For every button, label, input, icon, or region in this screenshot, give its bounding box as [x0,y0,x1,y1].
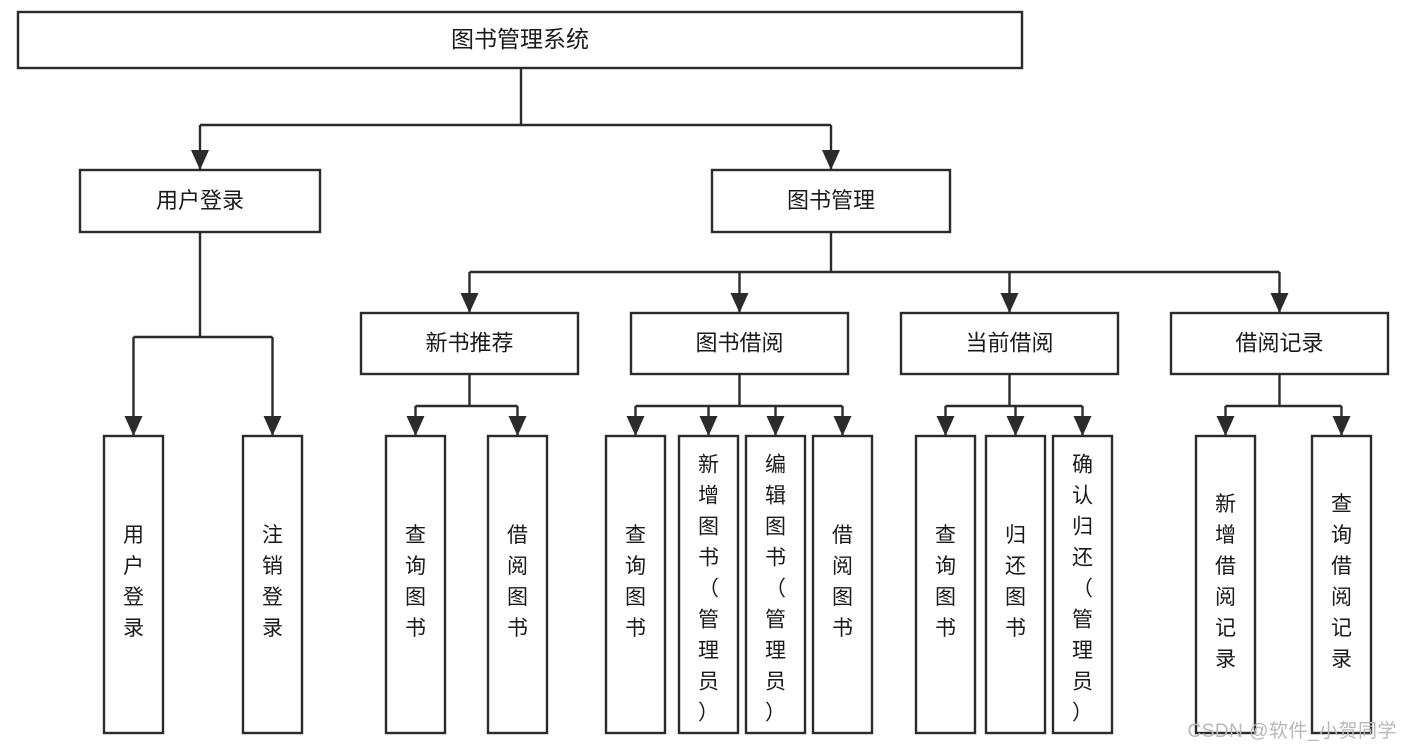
node-new-book-recommend[interactable]: 新书推荐 [359,311,580,376]
node-label-book-management: 图书管理 [787,188,875,213]
node-box-leaf-edit-book-admin [744,434,807,735]
node-box-borrow-record [1169,311,1390,376]
node-leaf-logout[interactable]: 注销登录 [241,434,304,735]
leaf-book-borrow-arrow-1 [699,416,718,436]
node-label-borrow-record: 借阅记录 [1235,330,1323,355]
node-box-leaf-borrow-books [811,434,874,735]
node-label-leaf-query-borrow-record: 查询借阅记录 [1331,493,1352,671]
node-box-leaf-add-book-admin [677,434,740,735]
node-box-leaf-logout [241,434,304,735]
leaf-borrow-record-arrow-1 [1332,416,1351,436]
leaf-current-borrow-arrow-0 [936,416,955,436]
connector-layer [124,68,1351,436]
node-box-new-book-recommend [359,311,580,376]
node-label-leaf-return-books: 归还图书 [1005,524,1026,640]
node-current-borrow[interactable]: 当前借阅 [899,311,1120,376]
node-label-new-book-recommend: 新书推荐 [425,330,513,355]
csdn-watermark: CSDN @软件_小贺同学 [1187,721,1397,742]
root-to-l2-arrow-1 [822,150,840,170]
bookmgmt-to-l3-arrow-3 [1270,293,1289,313]
node-leaf-borrow-books[interactable]: 借阅图书 [811,434,874,735]
node-leaf-add-borrow-record[interactable]: 新增借阅记录 [1194,434,1257,735]
node-box-leaf-user-login [102,434,165,735]
node-leaf-return-books[interactable]: 归还图书 [984,434,1047,735]
node-book-management[interactable]: 图书管理 [710,168,952,234]
node-box-leaf-query-books-recommend [384,434,447,735]
node-user-login[interactable]: 用户登录 [78,168,322,234]
leaf-current-borrow-arrow-1 [1006,416,1025,436]
node-box-leaf-query-books-current [914,434,977,735]
node-leaf-confirm-return-admin[interactable]: 确认归还（管理员） [1051,434,1114,735]
node-label-leaf-add-book-admin: 新增图书（管理员） [698,454,719,725]
node-leaf-add-book-admin[interactable]: 新增图书（管理员） [677,434,740,735]
node-leaf-edit-book-admin[interactable]: 编辑图书（管理员） [744,434,807,735]
leaf-book-borrow-arrow-3 [833,416,852,436]
leaf-user-login-arrow-0 [124,416,143,436]
leaf-current-borrow-arrow-2 [1073,416,1092,436]
leaf-borrow-record-arrow-0 [1216,416,1235,436]
node-label-leaf-add-borrow-record: 新增借阅记录 [1215,493,1236,671]
node-label-leaf-user-login: 用户登录 [123,524,144,640]
node-label-leaf-edit-book-admin: 编辑图书（管理员） [765,454,786,725]
node-label-leaf-logout: 注销登录 [262,524,283,640]
node-box-book-management [710,168,952,234]
leaf-user-login-arrow-1 [263,416,282,436]
node-box-root [16,10,1024,70]
node-leaf-query-books-borrow[interactable]: 查询图书 [604,434,667,735]
leaf-new-book-recommend-arrow-0 [406,416,425,436]
leaf-new-book-recommend-arrow-1 [508,416,527,436]
node-layer: 图书管理系统用户登录图书管理新书推荐图书借阅当前借阅借阅记录用户登录注销登录查询… [16,10,1390,735]
node-label-leaf-borrow-books-recommend: 借阅图书 [507,524,528,640]
node-box-leaf-confirm-return-admin [1051,434,1114,735]
node-root[interactable]: 图书管理系统 [16,10,1024,70]
node-leaf-user-login[interactable]: 用户登录 [102,434,165,735]
node-label-book-borrow: 图书借阅 [695,330,783,355]
bookmgmt-to-l3-arrow-2 [1000,293,1019,313]
bookmgmt-to-l3-arrow-1 [730,293,749,313]
node-label-root: 图书管理系统 [451,26,589,52]
node-box-book-borrow [629,311,850,376]
node-borrow-record[interactable]: 借阅记录 [1169,311,1390,376]
node-box-leaf-borrow-books-recommend [486,434,549,735]
node-label-leaf-query-books-current: 查询图书 [935,524,956,640]
node-leaf-borrow-books-recommend[interactable]: 借阅图书 [486,434,549,735]
node-box-leaf-query-borrow-record [1310,434,1373,735]
node-box-leaf-return-books [984,434,1047,735]
node-box-user-login [78,168,322,234]
node-leaf-query-books-current[interactable]: 查询图书 [914,434,977,735]
leaf-book-borrow-arrow-2 [766,416,785,436]
node-label-user-login: 用户登录 [156,188,244,213]
node-label-leaf-query-books-recommend: 查询图书 [405,524,426,640]
node-box-current-borrow [899,311,1120,376]
node-box-leaf-add-borrow-record [1194,434,1257,735]
node-book-borrow[interactable]: 图书借阅 [629,311,850,376]
leaf-book-borrow-arrow-0 [626,416,645,436]
node-label-current-borrow: 当前借阅 [965,330,1053,355]
node-leaf-query-borrow-record[interactable]: 查询借阅记录 [1310,434,1373,735]
node-leaf-query-books-recommend[interactable]: 查询图书 [384,434,447,735]
bookmgmt-to-l3-arrow-0 [460,293,479,313]
node-label-leaf-query-books-borrow: 查询图书 [625,524,646,640]
node-label-leaf-confirm-return-admin: 确认归还（管理员） [1072,454,1093,725]
node-label-leaf-borrow-books: 借阅图书 [832,524,853,640]
node-box-leaf-query-books-borrow [604,434,667,735]
root-to-l2-arrow-0 [191,150,209,170]
